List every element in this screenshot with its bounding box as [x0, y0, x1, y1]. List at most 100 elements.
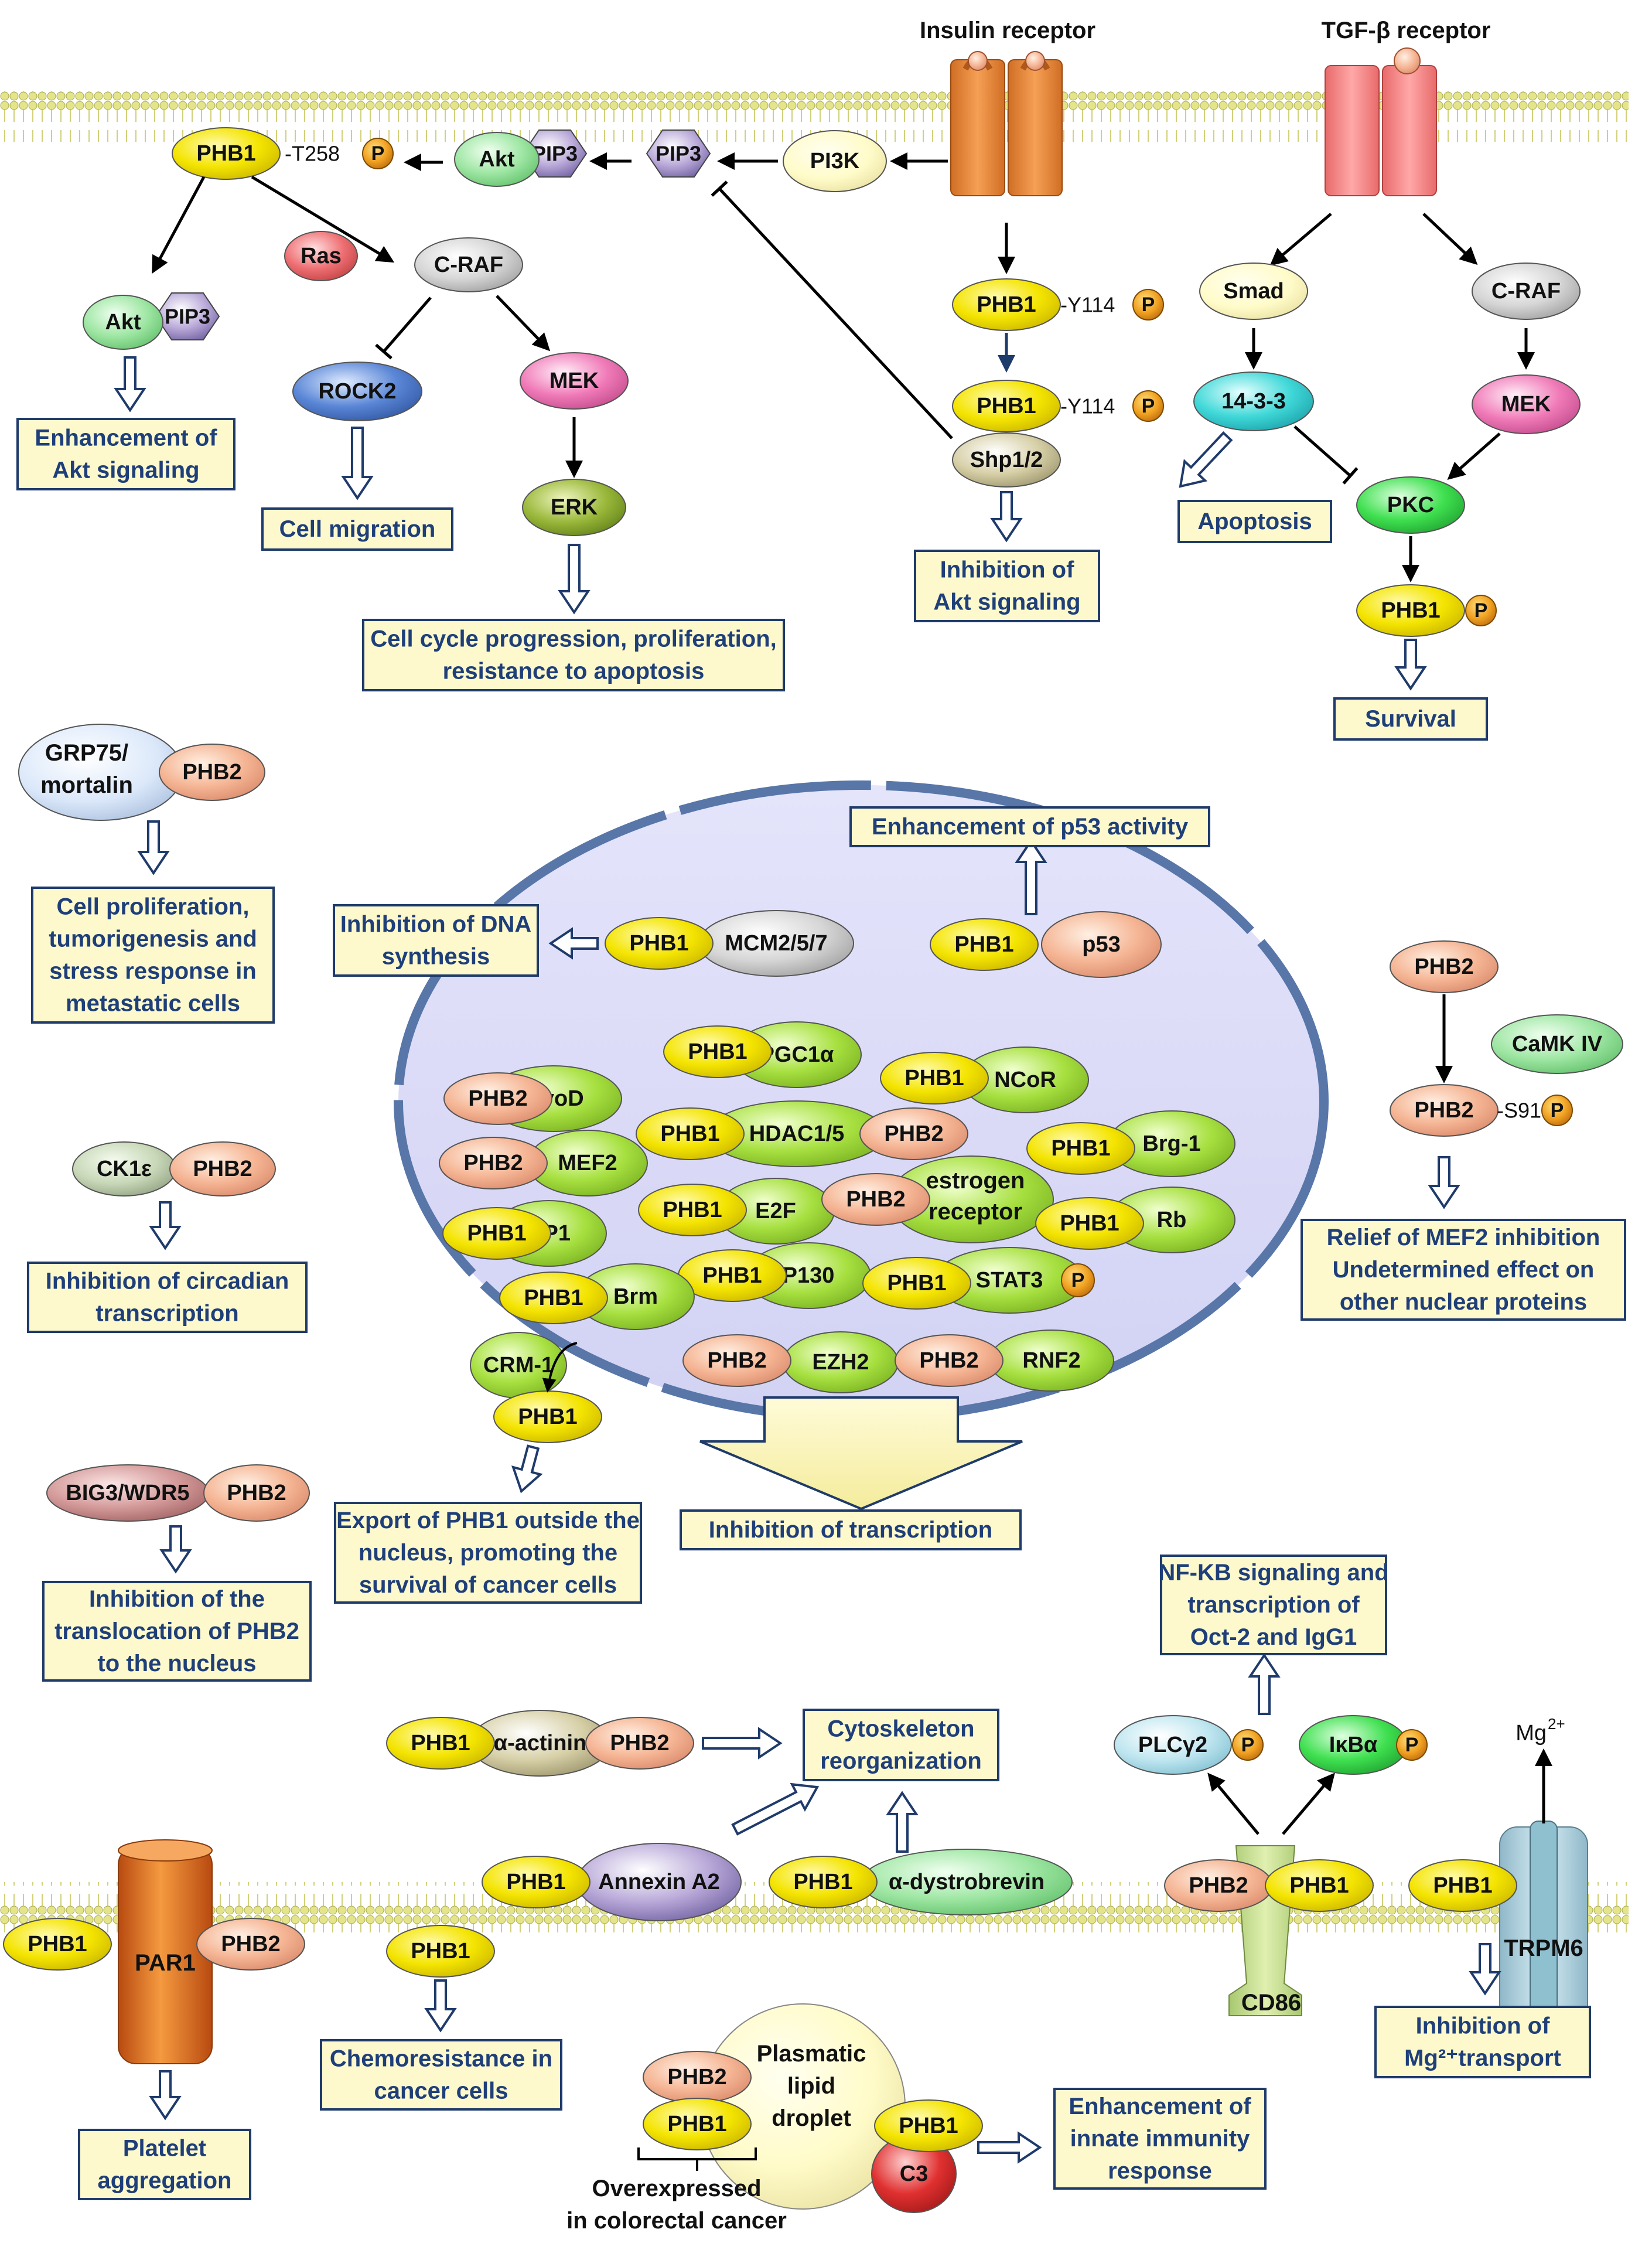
annexin-a2-label: Annexin A2: [598, 1870, 720, 1894]
p53-enhancement-box: [849, 806, 1210, 847]
survival-text: Survival: [1365, 706, 1456, 732]
mef2-label: MEF2: [558, 1151, 617, 1175]
phb1-shape: [605, 917, 714, 970]
phosphate-label: P: [1241, 1734, 1255, 1756]
phosphate-shape: [1061, 1263, 1095, 1297]
p14-3-3-shape: [1193, 371, 1314, 431]
phb1-label: PHB1: [793, 1870, 852, 1894]
c3-label: C3: [900, 2162, 929, 2186]
overexpressed-text: in colorectal cancer: [566, 2208, 787, 2234]
apoptosis-arrow: [1179, 431, 1233, 488]
phb1-shape: [643, 2098, 752, 2150]
akt-shape: [454, 132, 540, 187]
craf-label: C-RAF: [1491, 279, 1561, 304]
phb1-label: PHB1: [663, 1198, 722, 1222]
insulin-receptor-title: Insulin receptor: [920, 18, 1095, 43]
transcription-inhibition-text: Inhibition of transcription: [709, 1517, 992, 1543]
apoptosis-box: [1177, 500, 1332, 543]
mg-transport-inhibition-text: Inhibition of: [1416, 2013, 1550, 2039]
actinin-cytoskeleton-arrow: [702, 1727, 783, 1760]
translocation-inhibition-box: [42, 1581, 312, 1682]
tgfb-to-craf-arrow: [1422, 213, 1478, 265]
phb1-label: PHB1: [467, 1221, 526, 1246]
translocation-inhibition-text: Inhibition of the: [89, 1586, 265, 1612]
transcription-big-arrow: [699, 1396, 1023, 1511]
rock2-migration-arrow: [341, 427, 374, 500]
craf-inhibits-rock2: [375, 296, 432, 360]
phb1-shape: [172, 127, 281, 180]
platelet-aggregation-text: Platelet: [123, 2136, 206, 2162]
phb1-shape: [1265, 1859, 1374, 1912]
phb2-label: PHB2: [884, 1122, 943, 1146]
big3-outcome-arrow: [159, 1525, 192, 1574]
mcm-label: MCM2/5/7: [725, 931, 827, 956]
pip3-label: PIP3: [532, 142, 578, 166]
phb1-label: PHB1: [702, 1263, 762, 1288]
phosphate-shape: [1132, 289, 1164, 321]
cell-proliferation-text: stress response in: [49, 959, 257, 984]
phb2-shape: [1390, 940, 1499, 993]
phb2-shape: [169, 1141, 276, 1197]
dna-synthesis-inhibition-box: [333, 904, 539, 977]
par1-top: [118, 1839, 213, 1862]
phb2-label: PHB2: [667, 2065, 726, 2089]
akt-shape: [83, 295, 163, 350]
pkc-label: PKC: [1387, 493, 1434, 517]
mek-label: MEK: [1501, 392, 1551, 417]
akt-inhibition-text: Akt signaling: [933, 589, 1080, 615]
phb1-label: PHB1: [1051, 1136, 1110, 1161]
ck1e-outcome-arrow: [149, 1201, 182, 1250]
pi3k-label: PI3K: [810, 149, 860, 173]
hdac-label: HDAC1/5: [749, 1122, 845, 1146]
phb1-label: PHB1: [28, 1932, 87, 1956]
y114-site: -Y114: [1060, 394, 1115, 418]
s91-site: -S91: [1497, 1099, 1541, 1123]
dna-synthesis-inhibition-text: Inhibition of DNA: [340, 912, 532, 938]
phb1-shape: [386, 1717, 495, 1770]
transcription-inhibition-box: [680, 1509, 1022, 1550]
akt-enhancement-text: Enhancement of: [35, 425, 217, 451]
phb1-shape: [930, 918, 1039, 971]
phb1-export-text: nucleus, promoting the: [359, 1540, 617, 1566]
insulin-receptor-subunit-right: [1008, 59, 1063, 196]
phb2-label: PHB2: [1414, 955, 1473, 979]
actinin-label: α-actinin: [494, 1731, 586, 1755]
crm1-label: CRM-1: [483, 1353, 554, 1378]
phb1-label: PHB1: [904, 1066, 964, 1090]
survival-box: [1333, 697, 1488, 741]
phb1-shape: [638, 1184, 747, 1236]
phosphate-label: P: [1474, 599, 1488, 622]
nfkb-signaling-box: [1160, 1555, 1387, 1655]
phb1-label: PHB1: [1433, 1873, 1492, 1898]
phosphate-label: P: [1551, 1099, 1564, 1122]
phb2-shape: [585, 1717, 694, 1770]
akt-label: Akt: [105, 310, 141, 335]
cell-proliferation-text: Cell proliferation,: [57, 894, 250, 920]
phosphate-shape: [362, 138, 394, 169]
phb1-to-akt-arrow: [152, 176, 206, 274]
phb1-label: PHB1: [688, 1039, 747, 1064]
platelet-arrow: [149, 2070, 182, 2121]
insulin-ligand: [968, 51, 988, 71]
phb1-label: PHB1: [887, 1271, 946, 1296]
phosphate-label: P: [1142, 395, 1155, 417]
translocation-inhibition-text: translocation of PHB2: [54, 1618, 299, 1644]
akt-enhancement-arrow: [114, 356, 146, 413]
phb1-shape: [952, 380, 1061, 432]
phb2-label: PHB2: [919, 1348, 978, 1373]
apoptosis-text: Apoptosis: [1197, 509, 1312, 534]
phb1-export-arrow: [511, 1444, 543, 1494]
erk-cell-cycle-arrow: [558, 544, 591, 615]
brm-label: Brm: [613, 1284, 658, 1309]
pip3-label: PIP3: [656, 142, 701, 166]
phosphate-shape: [1396, 1729, 1428, 1761]
craf-shape: [414, 237, 523, 292]
phb2-shape: [859, 1107, 968, 1160]
phb1-label: PHB1: [196, 141, 255, 166]
pi3k-shape: [783, 130, 887, 192]
circadian-inhibition-text: Inhibition of circadian: [46, 1269, 289, 1294]
phb1-shape: [880, 1052, 989, 1105]
nfkb-signaling-text: NF-KB signaling and: [1158, 1560, 1388, 1586]
phb2-shape: [895, 1334, 1004, 1387]
